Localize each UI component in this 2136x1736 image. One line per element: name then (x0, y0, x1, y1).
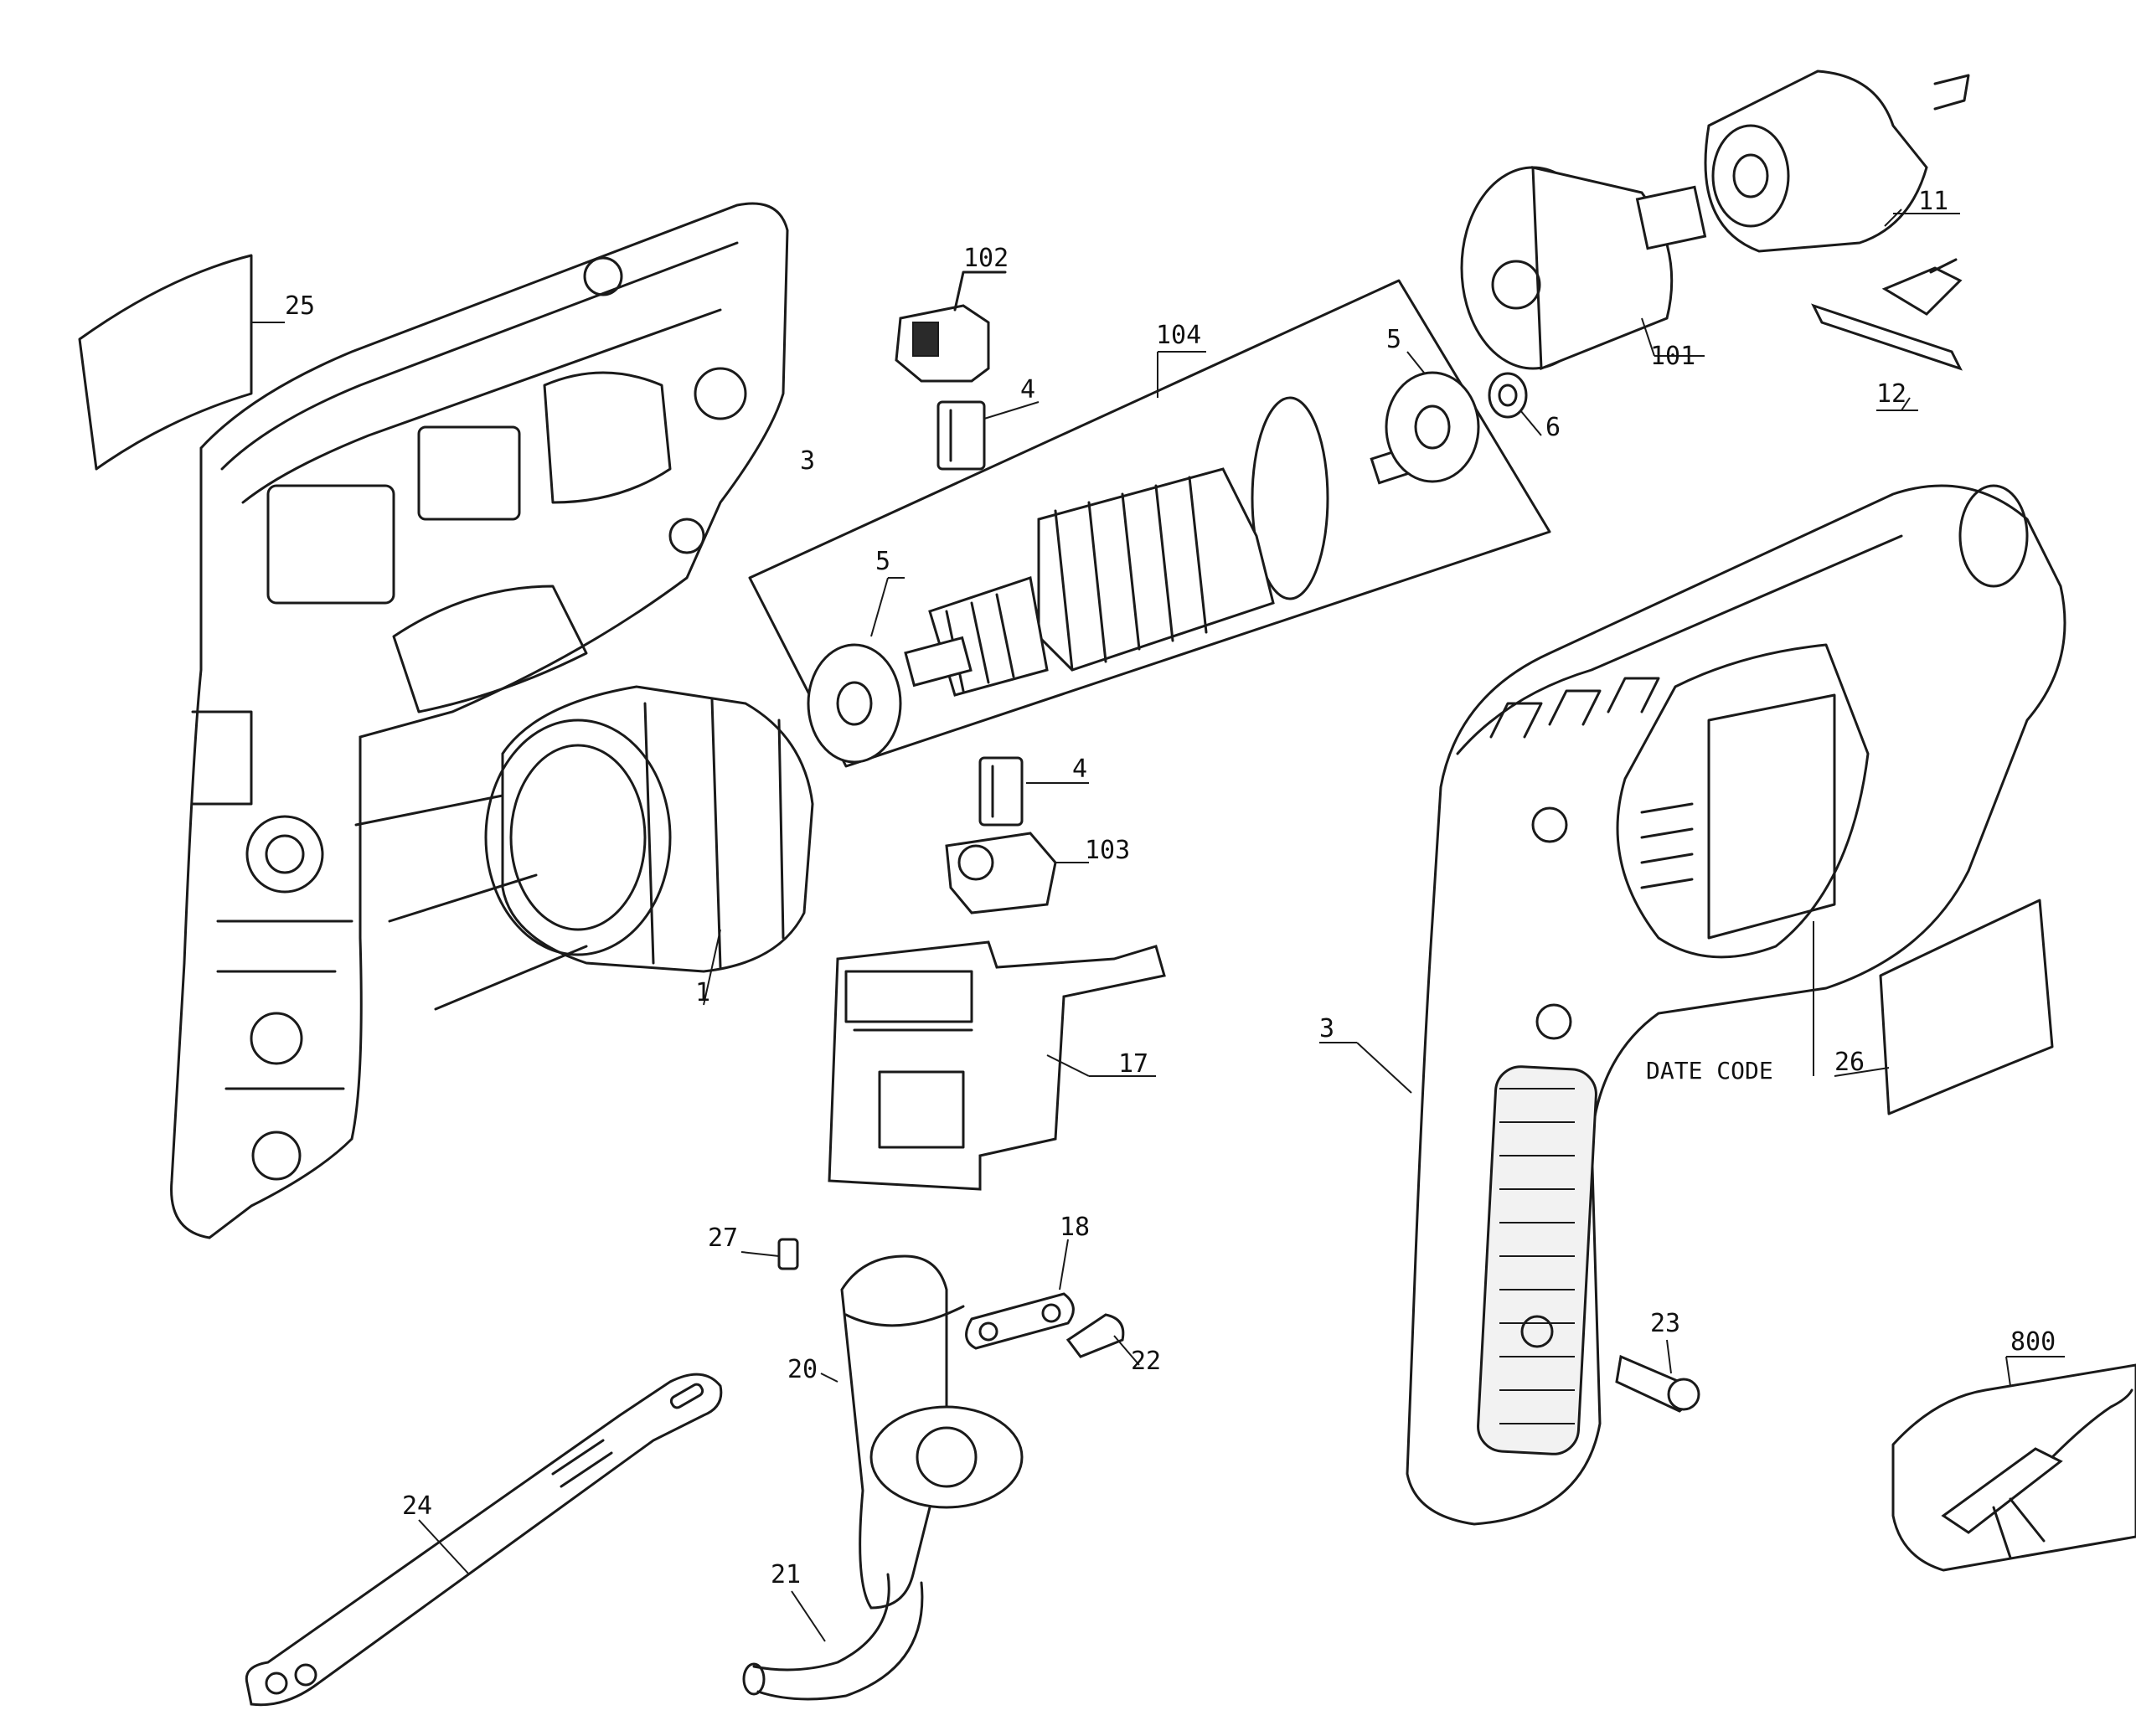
part-12-chuck-key (1811, 258, 1963, 411)
part-18-clamp (965, 1239, 1075, 1350)
callout-1: 1 (695, 978, 710, 1007)
callout-24: 24 (402, 1491, 432, 1521)
callout-25: 25 (285, 291, 315, 321)
callout-3-right: 3 (1319, 1014, 1334, 1043)
callout-22: 22 (1131, 1347, 1161, 1376)
part-101-gear-case (1460, 166, 1707, 371)
part-4-brush-lower (978, 756, 1089, 827)
part-800-cord-set-box (1891, 1356, 2136, 1572)
callout-23: 23 (1650, 1309, 1680, 1338)
part-27-spacer (740, 1238, 799, 1270)
callout-27: 27 (708, 1223, 738, 1253)
part-1-field-stator (354, 685, 814, 1011)
part-25-label-sheet (78, 254, 285, 471)
part-21-handle-rod (742, 1573, 924, 1701)
part-26-label-sheet (1834, 899, 2054, 1115)
part-22-screw (1065, 1313, 1140, 1366)
part-5-bearing-left (807, 577, 905, 764)
callout-5-right: 5 (1386, 325, 1401, 354)
callout-11: 11 (1918, 187, 1948, 216)
part-4-brush-top (936, 400, 1040, 471)
callout-26: 26 (1834, 1048, 1865, 1077)
part-11-chuck (1704, 70, 1970, 253)
callout-104: 104 (1156, 321, 1201, 350)
part-23-screw (1615, 1339, 1700, 1413)
callout-12: 12 (1876, 379, 1906, 409)
part-6-washer (1488, 372, 1542, 436)
callout-102: 102 (963, 244, 1009, 273)
callout-6: 6 (1545, 413, 1561, 442)
callout-20: 20 (787, 1355, 818, 1384)
callout-18: 18 (1060, 1213, 1090, 1242)
callout-103: 103 (1085, 836, 1130, 865)
callout-101: 101 (1650, 342, 1695, 371)
part-armature (904, 396, 1445, 697)
part-20-side-handle (820, 1254, 1024, 1610)
callout-21: 21 (771, 1560, 801, 1589)
callout-4-top: 4 (1020, 375, 1035, 404)
part-5-bearing-right (1385, 351, 1480, 483)
callout-3-left: 3 (800, 446, 815, 476)
part-102-brush-holder-top (895, 270, 1007, 383)
date-code-label: DATE CODE (1646, 1057, 1773, 1084)
part-103-brush-holder-lower (945, 832, 1089, 914)
part-24-strap (245, 1373, 723, 1707)
callout-4-lower: 4 (1072, 755, 1087, 784)
part-17-switch (828, 940, 1166, 1191)
part-3-housing-left-half (170, 202, 789, 1239)
part-3-housing-assembly-right (1319, 484, 2066, 1526)
callout-800: 800 (2010, 1327, 2056, 1357)
callout-5-left: 5 (875, 547, 890, 576)
callout-17: 17 (1118, 1049, 1148, 1079)
